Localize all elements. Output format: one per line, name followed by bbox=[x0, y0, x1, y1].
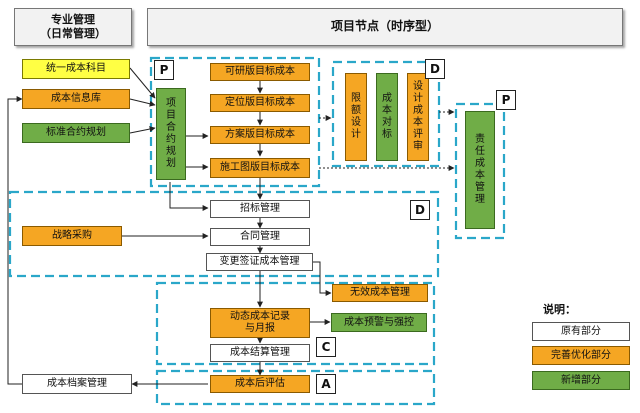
cost-settlement-management: 成本结算管理 bbox=[210, 344, 310, 362]
planning-frame bbox=[149, 56, 321, 188]
design-cost-review: 设计成本评审 bbox=[407, 73, 429, 161]
invalid-cost-management: 无效成本管理 bbox=[332, 284, 428, 302]
scheme-target-cost: 方案版目标成本 bbox=[210, 126, 310, 144]
contract-management: 合同管理 bbox=[210, 228, 310, 246]
legend-title: 说明： bbox=[543, 303, 576, 316]
tag-act: A bbox=[316, 374, 336, 394]
limit-design: 限额设计 bbox=[345, 73, 367, 161]
cost-warning-control: 成本预警与强控 bbox=[331, 313, 427, 332]
project-contract-planning: 项目合约规划 bbox=[156, 88, 186, 180]
dynamic-cost-record-monthly-report: 动态成本记录 与月报 bbox=[210, 308, 310, 338]
bidding-management: 招标管理 bbox=[210, 200, 310, 218]
evaluation-frame bbox=[155, 369, 436, 406]
feasibility-target-cost: 可研版目标成本 bbox=[210, 63, 310, 81]
execution-frame bbox=[8, 190, 440, 278]
positioning-target-cost: 定位版目标成本 bbox=[210, 94, 310, 112]
responsibility-frame bbox=[454, 102, 506, 240]
design-frame bbox=[331, 60, 441, 168]
responsibility-cost-management: 责任成本管理 bbox=[465, 111, 495, 229]
cost-post-evaluation: 成本后评估 bbox=[210, 375, 310, 393]
strategic-procurement: 战略采购 bbox=[22, 226, 122, 246]
legend-existing: 原有部分 bbox=[532, 322, 630, 341]
legend-improved: 完善优化部分 bbox=[532, 346, 630, 365]
tag-check: C bbox=[316, 337, 336, 357]
cost-info-library: 成本信息库 bbox=[22, 89, 130, 109]
standard-contract-planning: 标准合约规划 bbox=[22, 123, 130, 143]
header-project-nodes: 项目节点（时序型） bbox=[147, 8, 623, 46]
unified-cost-subjects: 统一成本科目 bbox=[22, 59, 130, 79]
legend-added: 新增部分 bbox=[532, 371, 630, 390]
tag-plan-1: P bbox=[154, 60, 174, 80]
cost-benchmarking: 成本对标 bbox=[376, 73, 398, 161]
cost-archive-management: 成本档案管理 bbox=[22, 374, 132, 394]
tag-do-2: D bbox=[410, 200, 430, 220]
construction-drawing-target-cost: 施工图版目标成本 bbox=[210, 158, 310, 178]
tag-do-1: D bbox=[425, 59, 445, 79]
change-visa-cost-management: 变更签证成本管理 bbox=[206, 253, 313, 271]
header-professional-management: 专业管理 （日常管理） bbox=[14, 8, 132, 46]
tag-plan-2: P bbox=[496, 90, 516, 110]
control-frame bbox=[155, 281, 436, 366]
